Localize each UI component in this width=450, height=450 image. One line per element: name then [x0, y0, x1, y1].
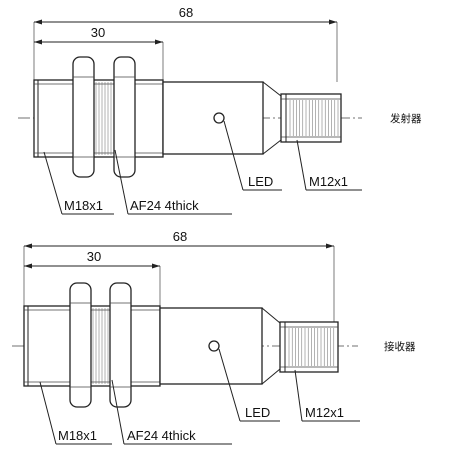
thread-length-text: 30 [87, 249, 101, 264]
m12-connector [280, 93, 342, 143]
housing-sleeve [159, 307, 281, 385]
leader-lines [39, 348, 360, 445]
thread-label: M18x1 [58, 428, 97, 443]
sensor-emitter: 68 30 [18, 5, 422, 215]
nut-1 [69, 282, 92, 408]
connector-knurl [288, 100, 339, 366]
m12-connector [279, 321, 339, 373]
led-indicator [213, 112, 225, 124]
overall-dimension: 68 [23, 229, 335, 322]
connector-label: M12x1 [309, 174, 348, 189]
side-label-emitter: 发射器 [390, 112, 422, 125]
thread-length-text: 30 [91, 25, 105, 40]
sensor-receiver: 68 30 [12, 229, 416, 445]
led-label: LED [245, 405, 270, 420]
thread-dimension: 30 [24, 249, 161, 306]
thread-label: M18x1 [64, 198, 103, 213]
overall-dimension: 68 [33, 5, 338, 82]
overall-length-text: 68 [173, 229, 187, 244]
housing-sleeve [162, 81, 282, 155]
nut-label: AF24 4thick [130, 198, 199, 213]
connector-label: M12x1 [305, 405, 344, 420]
nut-label: AF24 4thick [127, 428, 196, 443]
thread-dimension: 30 [34, 25, 164, 80]
nut-2 [113, 56, 136, 178]
leader-lines [43, 120, 362, 215]
thread-texture [92, 82, 112, 384]
led-label: LED [248, 174, 273, 189]
led-indicator [208, 340, 220, 352]
overall-length-text: 68 [179, 5, 193, 20]
threaded-barrel [33, 79, 164, 158]
threaded-barrel [23, 305, 161, 387]
nut-1 [72, 56, 95, 178]
side-label-receiver: 接收器 [384, 340, 416, 353]
